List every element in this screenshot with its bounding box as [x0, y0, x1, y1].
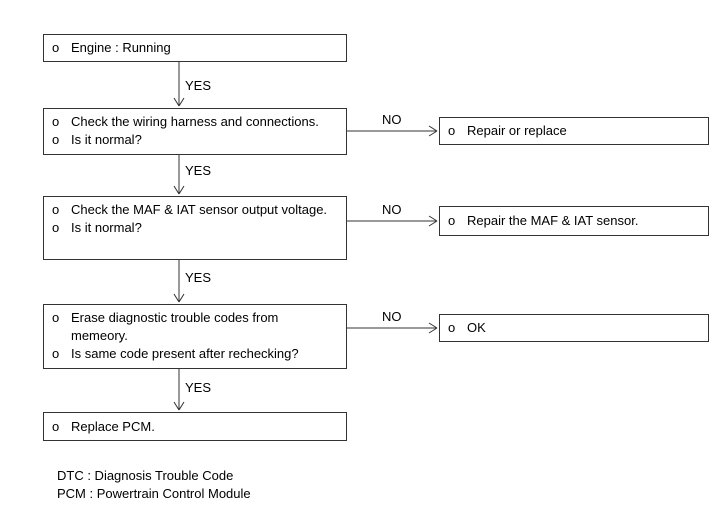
bullet: o: [52, 419, 60, 434]
step-question: Is same code present after rechecking?: [71, 346, 299, 361]
abbreviation-legend: DTC : Diagnosis Trouble Code PCM : Power…: [57, 467, 251, 503]
outcome-ok: o OK: [439, 314, 709, 342]
no-arrow-head: [428, 215, 438, 222]
yes-arrow-head: [173, 185, 180, 195]
bullet: o: [52, 114, 60, 129]
step-question: Is it normal?: [71, 132, 142, 147]
bullet: o: [52, 132, 60, 147]
bullet: o: [448, 213, 456, 228]
yes-arrow-head: [178, 97, 185, 107]
step-text: Engine : Running: [71, 40, 171, 55]
bullet: o: [52, 220, 60, 235]
no-label: NO: [382, 202, 402, 217]
legend-dtc: DTC : Diagnosis Trouble Code: [57, 468, 234, 483]
yes-arrow-head: [178, 293, 185, 303]
bullet: o: [448, 123, 456, 138]
step-erase-codes: o Erase diagnostic trouble codes from mem…: [43, 304, 347, 369]
yes-arrow-head: [178, 401, 185, 411]
step-question: Is it normal?: [71, 220, 142, 235]
step-check-wiring: o Check the wiring harness and connection…: [43, 108, 347, 155]
no-arrow-head: [428, 322, 438, 329]
step-text: Erase diagnostic trouble codes from meme…: [71, 310, 279, 343]
yes-arrow-head: [178, 185, 185, 195]
yes-arrow-head: [173, 97, 180, 107]
no-arrow-head: [428, 130, 438, 137]
bullet: o: [52, 202, 60, 217]
bullet: o: [52, 310, 60, 325]
no-label: NO: [382, 112, 402, 127]
step-text: Replace PCM.: [71, 419, 155, 434]
no-arrow-head: [428, 220, 438, 227]
legend-pcm: PCM : Powertrain Control Module: [57, 486, 251, 501]
step-check-maf-iat: o Check the MAF & IAT sensor output volta…: [43, 196, 347, 260]
yes-label: YES: [185, 270, 212, 285]
step-text: Check the MAF & IAT sensor output voltag…: [71, 202, 328, 217]
yes-arrow-head: [173, 401, 180, 411]
yes-arrow-head: [173, 293, 180, 303]
yes-label: YES: [185, 163, 212, 178]
outcome-repair-maf-iat: o Repair the MAF & IAT sensor.: [439, 206, 709, 236]
step-engine-running: o Engine : Running: [43, 34, 347, 62]
step-text: Check the wiring harness and connections…: [71, 114, 319, 129]
bullet: o: [448, 320, 456, 335]
bullet: o: [52, 40, 60, 55]
no-arrow-head: [428, 327, 438, 334]
no-label: NO: [382, 309, 402, 324]
step-replace-pcm: o Replace PCM.: [43, 412, 347, 441]
no-arrow-head: [428, 125, 438, 132]
outcome-text: OK: [467, 320, 486, 335]
yes-label: YES: [185, 78, 212, 93]
outcome-text: Repair or replace: [467, 123, 567, 138]
outcome-repair-or-replace: o Repair or replace: [439, 117, 709, 145]
bullet: o: [52, 346, 60, 361]
yes-label: YES: [185, 380, 212, 395]
outcome-text: Repair the MAF & IAT sensor.: [467, 213, 639, 228]
